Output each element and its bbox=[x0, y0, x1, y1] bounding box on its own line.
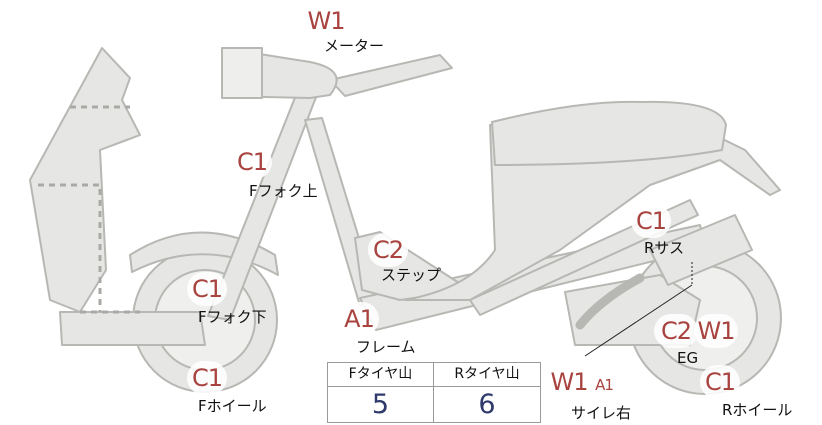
f-fork-upper-label: Fフォク上 bbox=[249, 182, 318, 200]
engine-mark bbox=[575, 273, 645, 330]
f-fork-lower-badge: C1 bbox=[187, 272, 227, 306]
f-wheel-badge: C1 bbox=[187, 361, 227, 395]
r-sus-badge: C1 bbox=[631, 204, 671, 238]
f-fork-upper-badge: C1 bbox=[232, 145, 272, 179]
f-wheel-label: Fホイール bbox=[198, 397, 267, 415]
muffler-badge-w1: W1 bbox=[549, 365, 589, 399]
seat bbox=[491, 100, 727, 166]
rear-shock bbox=[649, 214, 753, 286]
eg-badge-c2: C2 bbox=[654, 314, 698, 348]
handle-bar bbox=[329, 54, 453, 97]
r-sus-label: Rサス bbox=[644, 239, 685, 257]
meter-badge: W1 bbox=[306, 4, 346, 38]
tire-tread-table: Fタイヤ山 Rタイヤ山 5 6 bbox=[327, 362, 541, 423]
frame-label: フレーム bbox=[356, 338, 416, 356]
muffler-leader-line bbox=[584, 284, 693, 357]
r-wheel-badge: C1 bbox=[700, 365, 740, 399]
lower-panel bbox=[59, 311, 206, 346]
rear-tire-header: Rタイヤ山 bbox=[434, 363, 540, 387]
eg-label: EG bbox=[677, 349, 699, 367]
frame-badge: A1 bbox=[339, 302, 379, 336]
leg-shield bbox=[29, 47, 141, 313]
front-tire-value: 5 bbox=[328, 387, 434, 423]
rear-tire-value: 6 bbox=[478, 389, 496, 420]
front-tire-header: Fタイヤ山 bbox=[328, 363, 434, 387]
headlight-lens bbox=[221, 47, 263, 99]
eg-badge-w1: W1 bbox=[694, 314, 738, 348]
step-label: ステップ bbox=[381, 266, 442, 284]
muffler-label: サイレ右 bbox=[571, 404, 632, 422]
f-fork-lower-label: Fフォク下 bbox=[198, 308, 267, 326]
shield-dash-mid bbox=[38, 183, 102, 312]
step-badge: C2 bbox=[368, 233, 408, 267]
meter-label: メーター bbox=[324, 37, 385, 55]
muffler-badge-a1: A1 bbox=[591, 372, 617, 398]
r-wheel-label: Rホイール bbox=[722, 401, 793, 419]
